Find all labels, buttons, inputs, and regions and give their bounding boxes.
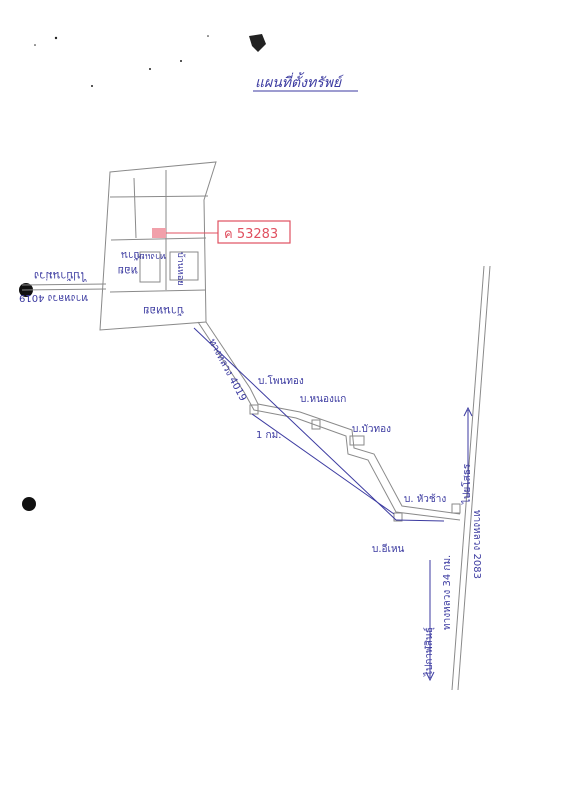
- direction-label-north: ไปยโสธร: [460, 463, 473, 505]
- house-label-1: บ้าน: [121, 249, 140, 261]
- road-left-code: ทางหลวง 4019: [19, 292, 88, 303]
- road-left-label: ไปบ้านม่วง: [34, 269, 87, 282]
- road-right-label-2: ทางหลวง 34 กม.: [442, 555, 453, 630]
- deed-box: [217, 220, 291, 244]
- distance-lines: [193, 327, 445, 522]
- point-label-1: บ.โพนทอง: [258, 374, 304, 387]
- house-label-5: บ้านหอย: [143, 304, 184, 317]
- house-label-2: หอย: [118, 264, 138, 277]
- left-road: [21, 283, 107, 291]
- subject-parcel: [152, 220, 291, 244]
- direction-arrows: [425, 406, 473, 682]
- house-label-3: ทางแยก: [134, 251, 166, 261]
- scan-specks: [34, 34, 266, 87]
- deed-number: ค 53283: [224, 227, 278, 242]
- point-label-5: บ. หัวช้าง: [404, 493, 446, 505]
- point-label-4: บ.อีเหน: [372, 543, 405, 555]
- point-label-3: บ.บัวทอง: [352, 424, 391, 435]
- map-title: แผนที่ตั้งทรัพย์: [255, 72, 344, 91]
- road-diag-label: ทางหลวง 4019: [206, 337, 248, 403]
- point-label-2: บ.หนองแก: [300, 394, 346, 405]
- road-right-label: ทางหลวง 2083: [471, 510, 482, 579]
- direction-label-south: ไปกาฬสินธุ์: [423, 627, 435, 677]
- winding-road: [197, 321, 461, 522]
- punch-hole-bottom: [22, 497, 36, 511]
- distance-label: 1 กม.: [256, 430, 281, 441]
- house-label-4: บ้านหอย: [175, 252, 186, 286]
